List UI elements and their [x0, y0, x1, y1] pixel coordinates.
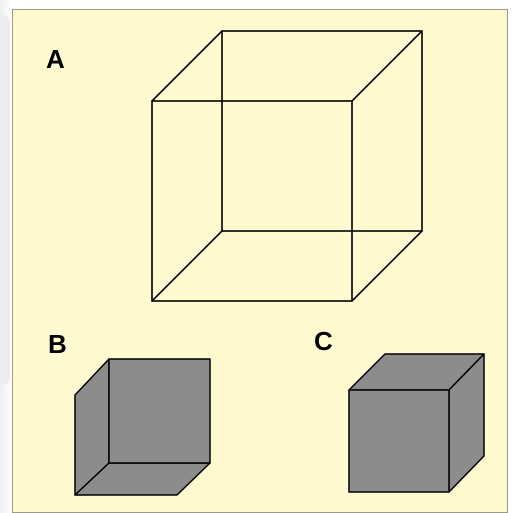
figure-label-b: B — [48, 329, 67, 359]
concave-corner-figure — [74, 358, 211, 496]
box-front-face — [348, 389, 450, 493]
figure-label-c: C — [314, 326, 333, 356]
cube-edge-top-right — [351, 30, 423, 102]
figure-label-a: A — [46, 44, 65, 74]
cube-back-face — [221, 30, 423, 232]
solid-box-figure — [348, 353, 485, 493]
cube-edge-bottom-right — [351, 230, 423, 302]
left-tab — [0, 15, 10, 385]
cube-front-face — [151, 100, 353, 302]
back-wall — [108, 358, 211, 464]
cube-edge-bottom-left — [151, 230, 223, 302]
cube-edge-top-left — [151, 30, 223, 102]
wireframe-cube — [151, 30, 423, 302]
